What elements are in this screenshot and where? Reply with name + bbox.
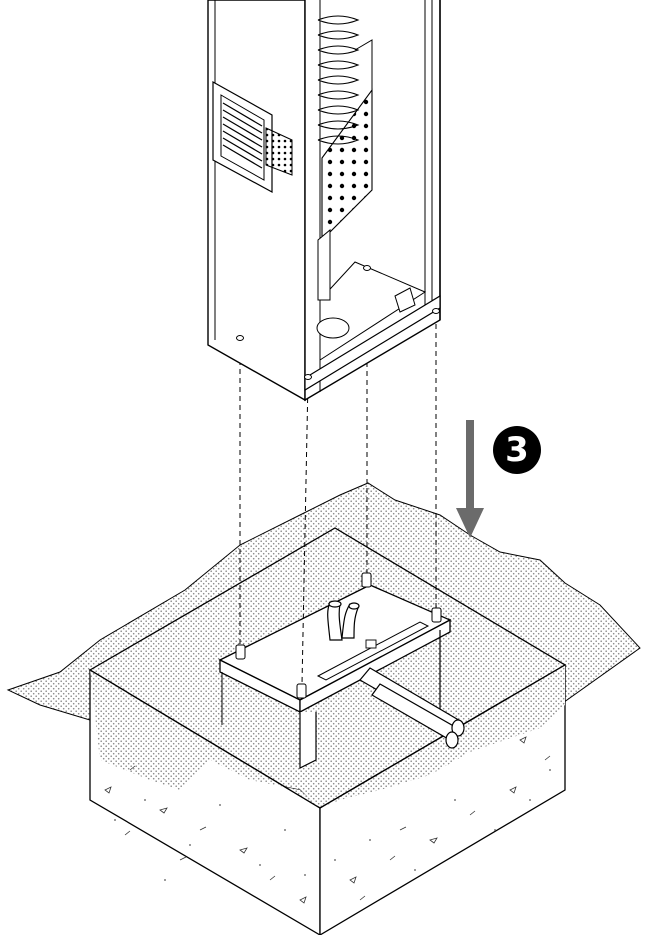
concrete-block — [88, 527, 567, 937]
column-housing — [207, 0, 441, 402]
down-arrow-icon — [456, 420, 484, 538]
mounting-holes — [236, 265, 440, 380]
anchor-plate — [218, 572, 452, 769]
cable-conduits — [327, 600, 465, 749]
step-number-badge: 3 — [493, 426, 541, 474]
anchor-studs — [235, 572, 442, 699]
concrete-aggregate — [104, 736, 551, 904]
vent-grille — [212, 80, 293, 194]
alignment-lines — [239, 272, 437, 685]
